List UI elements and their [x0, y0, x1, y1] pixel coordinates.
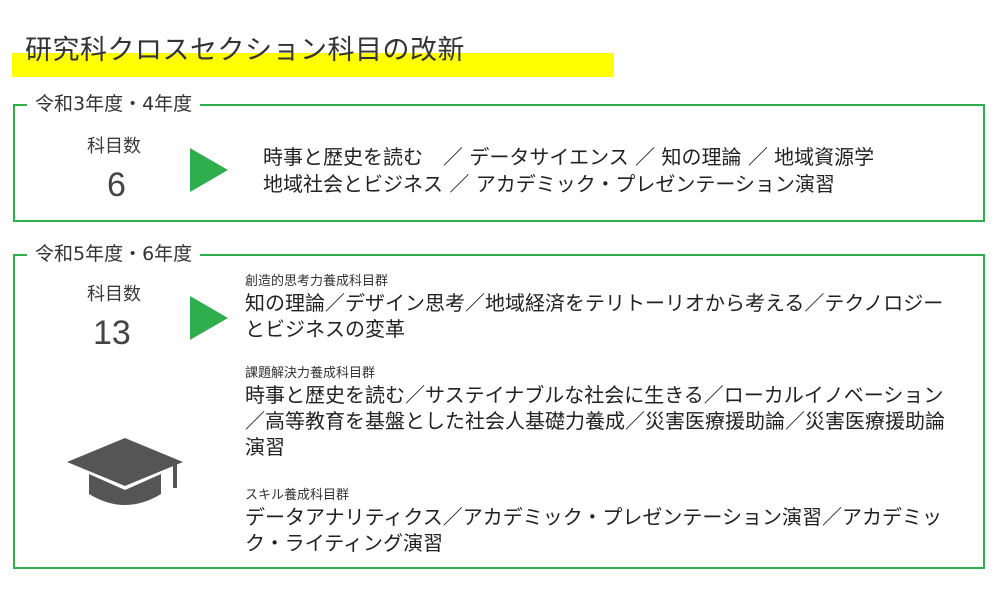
arrow-right-icon [190, 296, 228, 340]
section-r3-r4: 令和3年度・4年度 科目数 6 時事と歴史を読む ／ データサイエンス ／ 知の… [13, 92, 985, 222]
arrow-right-icon [190, 148, 228, 192]
course-list-line-1: 時事と歴史を読む ／ データサイエンス ／ 知の理論 ／ 地域資源学 [263, 145, 875, 169]
title-highlight [12, 53, 614, 77]
group-courses-skills: データアナリティクス／アカデミック・プレゼンテーション演習／アカデミック・ライテ… [245, 505, 942, 555]
course-list-line-2: 地域社会とビジネス ／ アカデミック・プレゼンテーション演習 [263, 172, 835, 196]
group-title-problem-solving: 課題解決力養成科目群 [245, 366, 376, 381]
course-count-label: 科目数 [87, 284, 141, 305]
course-count-label: 科目数 [87, 136, 141, 157]
section-label: 令和5年度・6年度 [27, 242, 201, 266]
group-courses-creative: 知の理論／デザイン思考／地域経済をテリトーリオから考える／テクノロジーとビジネス… [245, 291, 944, 341]
course-count-value: 6 [107, 166, 126, 204]
group-courses-problem-solving: 時事と歴史を読む／サステイナブルな社会に生きる／ローカルイノベーション／高等教育… [245, 383, 945, 459]
course-count-value: 13 [93, 314, 131, 352]
page-title: 研究科クロスセクション科目の改新 [25, 35, 465, 66]
section-label: 令和3年度・4年度 [27, 92, 201, 116]
section-r5-r6: 令和5年度・6年度 科目数 13 創造的思考力養成科目群 知の理論／デザイン思考… [13, 242, 985, 569]
graduation-cap-icon [67, 438, 183, 505]
group-title-skills: スキル養成科目群 [245, 488, 350, 503]
group-title-creative: 創造的思考力養成科目群 [245, 274, 389, 289]
